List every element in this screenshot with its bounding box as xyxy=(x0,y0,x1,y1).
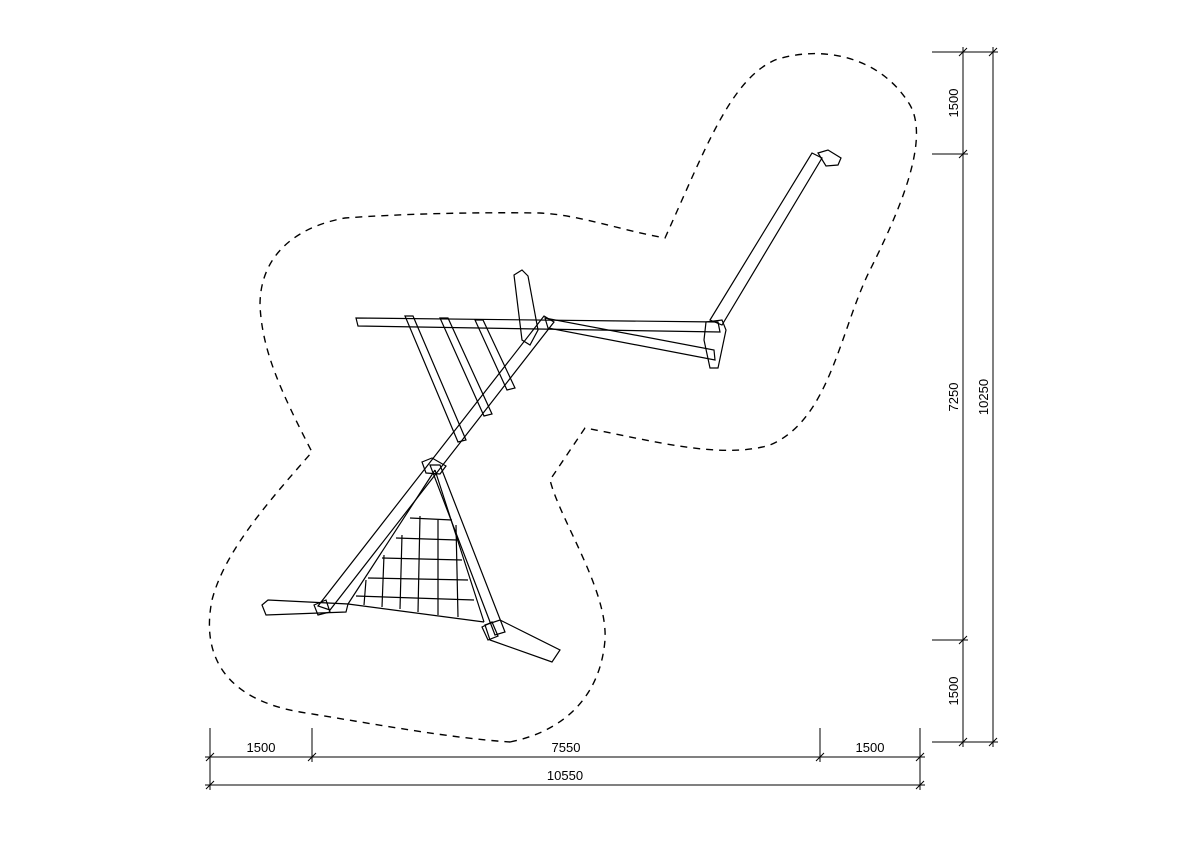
dim-top-margin: 1500 xyxy=(946,89,961,118)
net-line xyxy=(417,515,421,613)
horizontal-dimensions xyxy=(205,728,925,790)
net-line xyxy=(355,595,475,601)
foot-cap-left xyxy=(313,599,331,616)
foot-cap-right xyxy=(481,621,499,641)
net-edge-right xyxy=(434,469,485,623)
net-line xyxy=(399,534,403,610)
dim-right-margin: 1500 xyxy=(856,740,885,755)
net-line xyxy=(381,554,385,608)
ladder-rung-3 xyxy=(474,319,516,391)
foot-beam-left xyxy=(261,599,349,616)
horizontal-beam xyxy=(355,317,721,333)
dim-equipment-width: 7550 xyxy=(552,740,581,755)
equipment-lower xyxy=(261,457,561,663)
dim-bottom-margin: 1500 xyxy=(946,677,961,706)
ladder-rung-1 xyxy=(404,315,467,443)
net-line xyxy=(363,579,367,606)
post-cap-top xyxy=(817,149,842,167)
dim-overall-depth: 10250 xyxy=(976,379,991,415)
safety-zone-outline xyxy=(208,52,918,743)
equipment-upper xyxy=(317,149,842,611)
joint-post-right xyxy=(703,319,727,369)
vertical-dimensions xyxy=(932,47,998,747)
net-line xyxy=(395,537,458,541)
main-diagonal xyxy=(317,315,555,611)
net-bottom xyxy=(347,603,485,623)
net-line xyxy=(455,524,459,618)
dim-left-margin: 1500 xyxy=(247,740,276,755)
net-line xyxy=(409,517,453,521)
cross-beam xyxy=(544,317,716,361)
net-line xyxy=(381,557,463,561)
dim-equipment-depth: 7250 xyxy=(946,383,961,412)
dim-overall-width: 10550 xyxy=(547,768,583,783)
top-joint xyxy=(421,457,447,475)
vertical-post xyxy=(513,269,539,346)
ladder-rung-2 xyxy=(439,317,493,417)
net-edge-left xyxy=(347,469,436,605)
net-line xyxy=(367,577,469,581)
leg-right xyxy=(429,464,506,636)
diagonal-beam-top xyxy=(709,152,823,326)
foot-beam-right xyxy=(484,619,561,663)
